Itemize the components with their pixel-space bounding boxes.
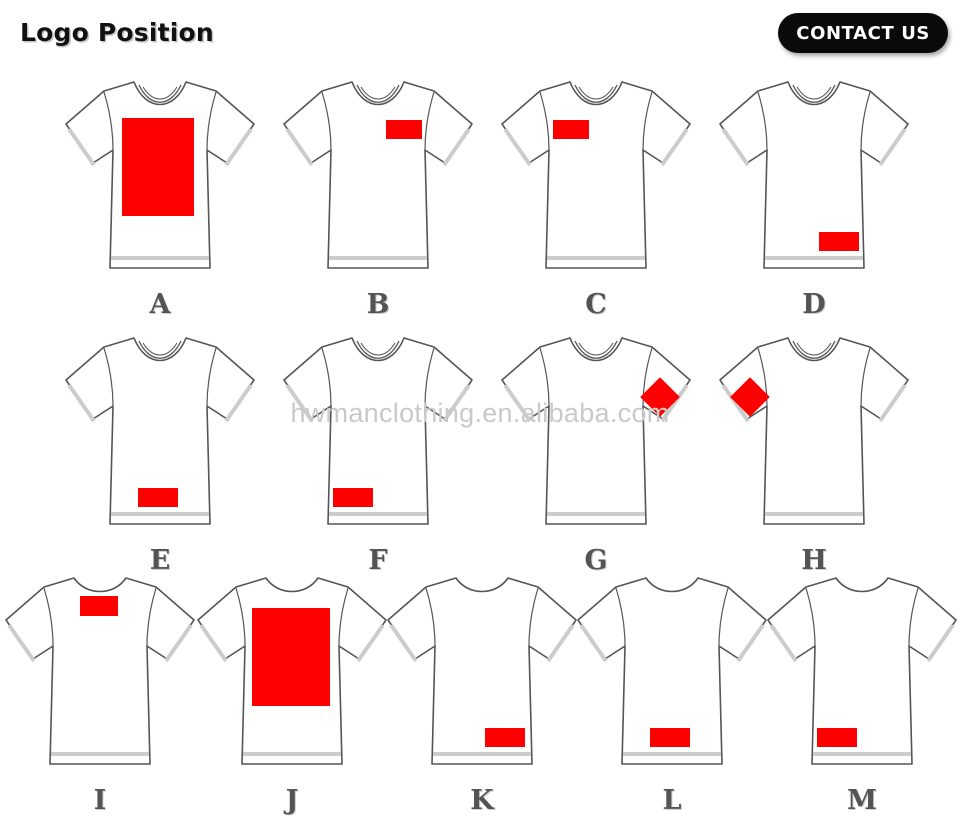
logo-mark-k	[485, 728, 525, 747]
tshirt-front-illustration-h	[714, 328, 914, 548]
shirt-label-b: B	[366, 289, 390, 320]
shirt-label-i: I	[93, 785, 107, 816]
logo-mark-a	[122, 118, 194, 216]
shirt-option-k[interactable]: K	[382, 568, 582, 825]
tshirt-front-illustration-a	[60, 72, 260, 292]
shirt-option-d[interactable]: D	[714, 72, 914, 329]
shirt-label-k: K	[470, 785, 494, 816]
tshirt-front-illustration-d	[714, 72, 914, 292]
tshirt-back-illustration-k	[382, 568, 582, 788]
shirt-option-l[interactable]: L	[572, 568, 772, 825]
shirt-label-l: L	[662, 785, 682, 816]
logo-mark-d	[819, 232, 859, 251]
logo-mark-f	[333, 488, 373, 507]
tshirt-front-illustration-g	[496, 328, 696, 548]
shirt-option-m[interactable]: M	[762, 568, 960, 825]
logo-mark-m	[817, 728, 857, 747]
tshirt-back-illustration-i	[0, 568, 200, 788]
shirt-label-a: A	[149, 289, 171, 320]
shirt-option-a[interactable]: A	[60, 72, 260, 329]
logo-mark-l	[650, 728, 690, 747]
shirt-option-f[interactable]: F	[278, 328, 478, 585]
shirt-label-e: E	[149, 545, 171, 576]
shirt-option-c[interactable]: C	[496, 72, 696, 329]
tshirt-front-illustration-b	[278, 72, 478, 292]
tshirt-front-illustration-c	[496, 72, 696, 292]
shirt-label-f: F	[368, 545, 388, 576]
logo-mark-h	[730, 377, 770, 417]
tshirt-back-illustration-j	[192, 568, 392, 788]
shirt-option-i[interactable]: I	[0, 568, 200, 825]
logo-mark-b	[386, 120, 422, 139]
shirt-label-m: M	[847, 785, 877, 816]
shirt-option-j[interactable]: J	[192, 568, 392, 825]
tshirt-back-illustration-l	[572, 568, 772, 788]
page-title: Logo Position	[20, 18, 214, 47]
shirt-option-g[interactable]: G	[496, 328, 696, 585]
logo-mark-c	[553, 120, 589, 139]
shirt-label-j: J	[285, 785, 299, 816]
logo-mark-e	[138, 488, 178, 507]
tshirt-front-illustration-e	[60, 328, 260, 548]
shirt-option-h[interactable]: H	[714, 328, 914, 585]
shirt-label-c: C	[585, 289, 607, 320]
tshirt-back-illustration-m	[762, 568, 960, 788]
shirt-option-e[interactable]: E	[60, 328, 260, 585]
contact-us-button[interactable]: CONTACT US	[778, 13, 948, 53]
logo-mark-j	[252, 608, 330, 706]
logo-mark-g	[640, 377, 680, 417]
tshirt-front-illustration-f	[278, 328, 478, 548]
logo-mark-i	[80, 596, 118, 616]
shirt-label-g: G	[584, 545, 608, 576]
shirt-label-d: D	[802, 289, 826, 320]
shirt-option-b[interactable]: B	[278, 72, 478, 329]
shirt-label-h: H	[801, 545, 827, 576]
